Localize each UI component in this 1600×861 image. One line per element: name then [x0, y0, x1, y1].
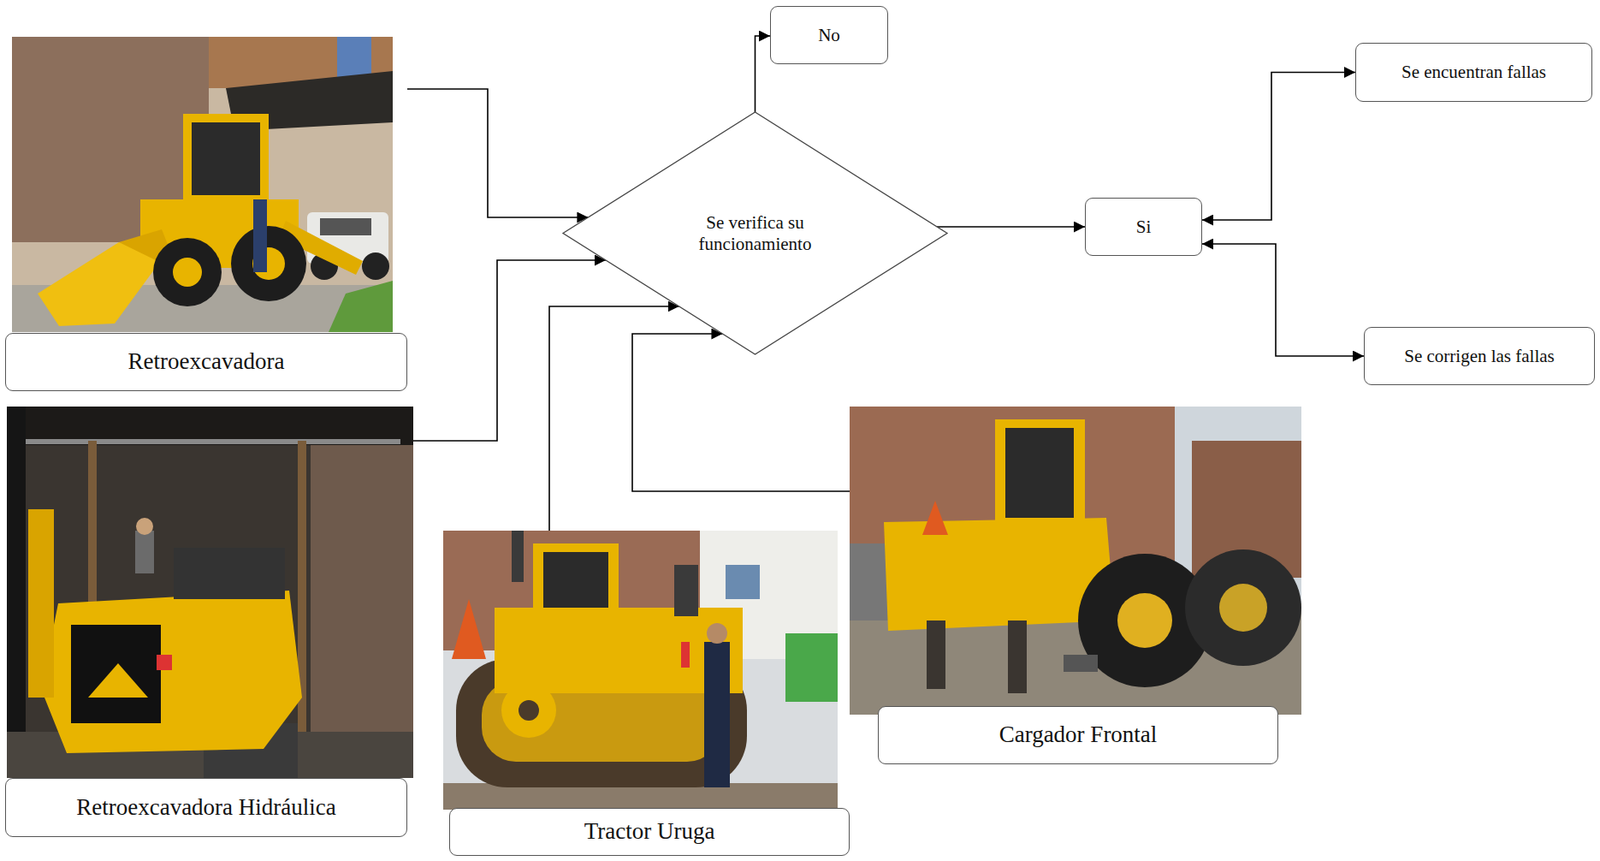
tractor-photo-part [704, 641, 730, 788]
loader-photo [849, 406, 1302, 715]
flow-arrow [407, 88, 588, 218]
machine-name: Retroexcavadora [128, 348, 285, 375]
decision-text: Se verifica su funcionamiento [680, 212, 830, 254]
excavator-photo-part [6, 406, 414, 778]
process-box: Se encuentran fallas [1355, 42, 1593, 102]
machine-node: Retroexcavadora Hidráulica [5, 406, 414, 837]
excavator-photo-part [28, 509, 54, 698]
excavator-photo-part [6, 406, 26, 778]
loader-photo-part [1007, 620, 1027, 694]
flow-arrow [413, 260, 606, 441]
tractor-photo-part [681, 641, 690, 668]
tractor-photo-part [674, 564, 699, 617]
backhoe-photo-part [231, 225, 307, 302]
backhoe-photo-part [183, 113, 269, 208]
backhoe-photo-part [37, 242, 162, 326]
machine-node: Retroexcavadora [5, 36, 408, 392]
box-text: Si [1136, 216, 1152, 238]
machine-node: Cargador Frontal [849, 406, 1302, 765]
backhoe-photo-part [191, 122, 261, 196]
excavator-photo-part [136, 517, 154, 535]
box-text: Se encuentran fallas [1401, 61, 1547, 83]
backhoe-photo-part [172, 257, 202, 287]
tractor-photo-part [706, 622, 728, 644]
flow-arrow [1202, 72, 1356, 221]
loader-photo-part [849, 406, 1302, 715]
excavator-photo-part [310, 444, 414, 778]
excavator-photo-part [135, 530, 155, 574]
backhoe-photo-part [328, 280, 393, 332]
outcome-box: No [770, 5, 889, 65]
backhoe-photo-part [11, 36, 393, 332]
backhoe-photo-part [361, 252, 390, 280]
excavator-photo-part [173, 547, 285, 599]
machine-label-box: Tractor Uruga [449, 807, 850, 856]
backhoe-photo-part [337, 36, 372, 80]
backhoe-photo-part [253, 199, 267, 273]
decision-diamond: Se verifica su funcionamiento [562, 112, 948, 355]
flow-arrow [936, 225, 1085, 228]
loader-photo-part [1117, 592, 1173, 648]
excavator-photo-part [23, 438, 401, 445]
tractor-photo-part [533, 543, 619, 617]
backhoe-photo-part [320, 218, 372, 236]
tractor-photo-part [543, 551, 609, 608]
tractor-photo-part [451, 598, 486, 659]
tractor-photo-part [725, 564, 760, 599]
outcome-box: Si [1084, 197, 1203, 256]
backhoe-photo-part [153, 237, 222, 307]
backhoe-photo [11, 36, 393, 332]
tractor-photo-part [785, 633, 838, 702]
flow-arrow [632, 333, 850, 492]
machine-label-box: Cargador Frontal [877, 705, 1279, 765]
tractor-photo-part [443, 530, 838, 810]
flow-arrow [1202, 243, 1364, 356]
machine-node: Tractor Uruga [443, 530, 850, 856]
tractor-photo-part [518, 699, 540, 721]
box-text: Se corrigen las fallas [1404, 345, 1555, 367]
loader-photo-part [1219, 583, 1268, 632]
loader-photo-part [995, 419, 1085, 531]
machine-name: Retroexcavadora Hidráulica [76, 794, 337, 821]
loader-photo-part [1005, 427, 1074, 518]
loader-photo-part [922, 500, 949, 535]
machine-name: Cargador Frontal [999, 721, 1158, 748]
excavator-photo-part [156, 654, 172, 670]
tractor-photo-part [511, 530, 524, 582]
flow-arrow [549, 306, 680, 531]
loader-photo-part [1063, 654, 1098, 672]
loader-photo-part [1185, 549, 1302, 666]
excavator-photo-part [297, 440, 307, 778]
box-text: No [817, 24, 841, 46]
machine-name: Tractor Uruga [584, 817, 716, 845]
process-box: Se corrigen las fallas [1363, 326, 1595, 386]
tractor-photo [443, 530, 838, 810]
decision-outline [562, 112, 948, 355]
loader-photo-part [926, 620, 946, 689]
excavator-photo-part [41, 590, 303, 753]
excavator-photo-part [6, 406, 414, 445]
machine-label-box: Retroexcavadora Hidráulica [5, 777, 408, 837]
excavator-photo-part [88, 663, 149, 698]
excavator-photo-part [71, 624, 161, 723]
machine-label-box: Retroexcavadora [5, 332, 408, 392]
flow-arrow [755, 35, 771, 113]
excavator-photo [6, 406, 414, 778]
